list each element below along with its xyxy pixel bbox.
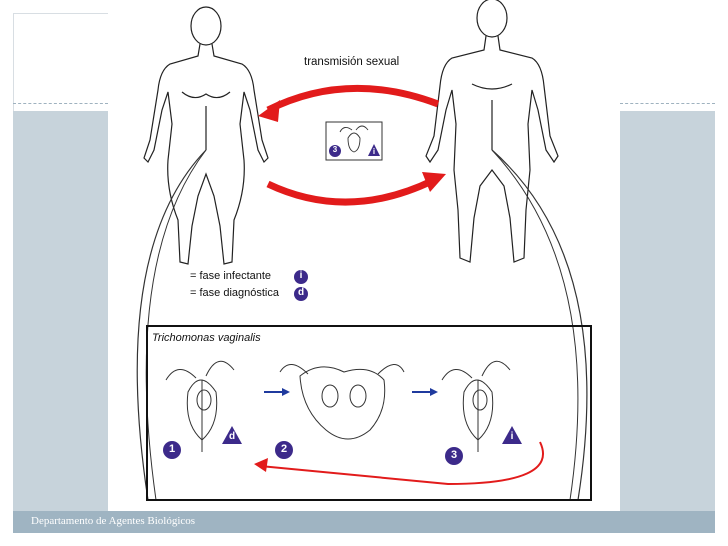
panel-arrow-2-3-head bbox=[430, 388, 438, 396]
species-name: Trichomonas vaginalis bbox=[152, 332, 261, 344]
stage-1-badge bbox=[163, 441, 181, 459]
legend-symbol-d: d bbox=[297, 287, 305, 298]
stage-3-infective-badge bbox=[502, 426, 522, 444]
legend-row-infective: = fase infectante bbox=[190, 270, 271, 282]
female-figure bbox=[143, 6, 269, 265]
curve-female-left-inner bbox=[145, 149, 207, 501]
legend-symbol-i: i bbox=[299, 270, 303, 281]
stage-1-diagnostic-badge bbox=[222, 426, 242, 444]
stage-3-number: 3 bbox=[450, 449, 458, 461]
transmission-label: transmisión sexual bbox=[304, 56, 400, 68]
stage-2-badge bbox=[275, 441, 293, 459]
curve-male-right-inner bbox=[491, 149, 579, 501]
stage-3-symbol: i bbox=[510, 431, 514, 442]
center-stage-symbol: i bbox=[372, 147, 376, 156]
life-cycle-svg bbox=[136, 0, 588, 501]
center-stage-number: 3 bbox=[332, 145, 338, 154]
legend-diagnostic-badge bbox=[294, 287, 308, 301]
stage-3-badge bbox=[445, 447, 463, 465]
center-stage-badge bbox=[329, 145, 341, 157]
right-dashed-rule bbox=[620, 103, 715, 104]
legend-row-diagnostic: = fase diagnóstica bbox=[190, 287, 279, 299]
curve-female-left-outer bbox=[136, 149, 207, 501]
life-cycle-panel bbox=[146, 325, 592, 501]
stage-1-number: 1 bbox=[168, 443, 176, 455]
arrow-head-right bbox=[422, 172, 446, 192]
left-decor-band bbox=[13, 111, 108, 511]
male-figure bbox=[425, 0, 559, 263]
center-parasite-icon bbox=[339, 125, 369, 153]
curve-male-right-outer bbox=[491, 149, 588, 501]
left-dashed-rule bbox=[13, 103, 108, 104]
panel-arrow-1-2-head bbox=[282, 388, 290, 396]
legend-infective-badge bbox=[294, 270, 308, 284]
footer-bar bbox=[13, 511, 715, 533]
panel-return-arrow-head bbox=[254, 458, 268, 472]
stage3-trophozoite bbox=[441, 360, 511, 452]
stage-2-number: 2 bbox=[280, 443, 288, 455]
panel-return-arrow bbox=[259, 441, 544, 486]
arrow-female-to-male bbox=[266, 176, 436, 206]
legend-diagnostic-text: = fase diagnóstica bbox=[190, 287, 279, 299]
legend-infective-text: = fase infectante bbox=[190, 270, 272, 282]
stage1-trophozoite bbox=[165, 360, 235, 452]
center-infective-badge bbox=[368, 144, 380, 156]
stage2-dividing bbox=[279, 364, 405, 440]
stage-1-symbol: d bbox=[228, 431, 236, 442]
arrow-male-to-female bbox=[266, 84, 440, 114]
arrow-head-left bbox=[258, 100, 280, 122]
life-cycle-figure: transmisión sexual = fase infectante = f… bbox=[108, 0, 620, 511]
footer-text: Departamento de Agentes Biológicos bbox=[31, 515, 196, 527]
right-decor-band bbox=[620, 111, 715, 511]
